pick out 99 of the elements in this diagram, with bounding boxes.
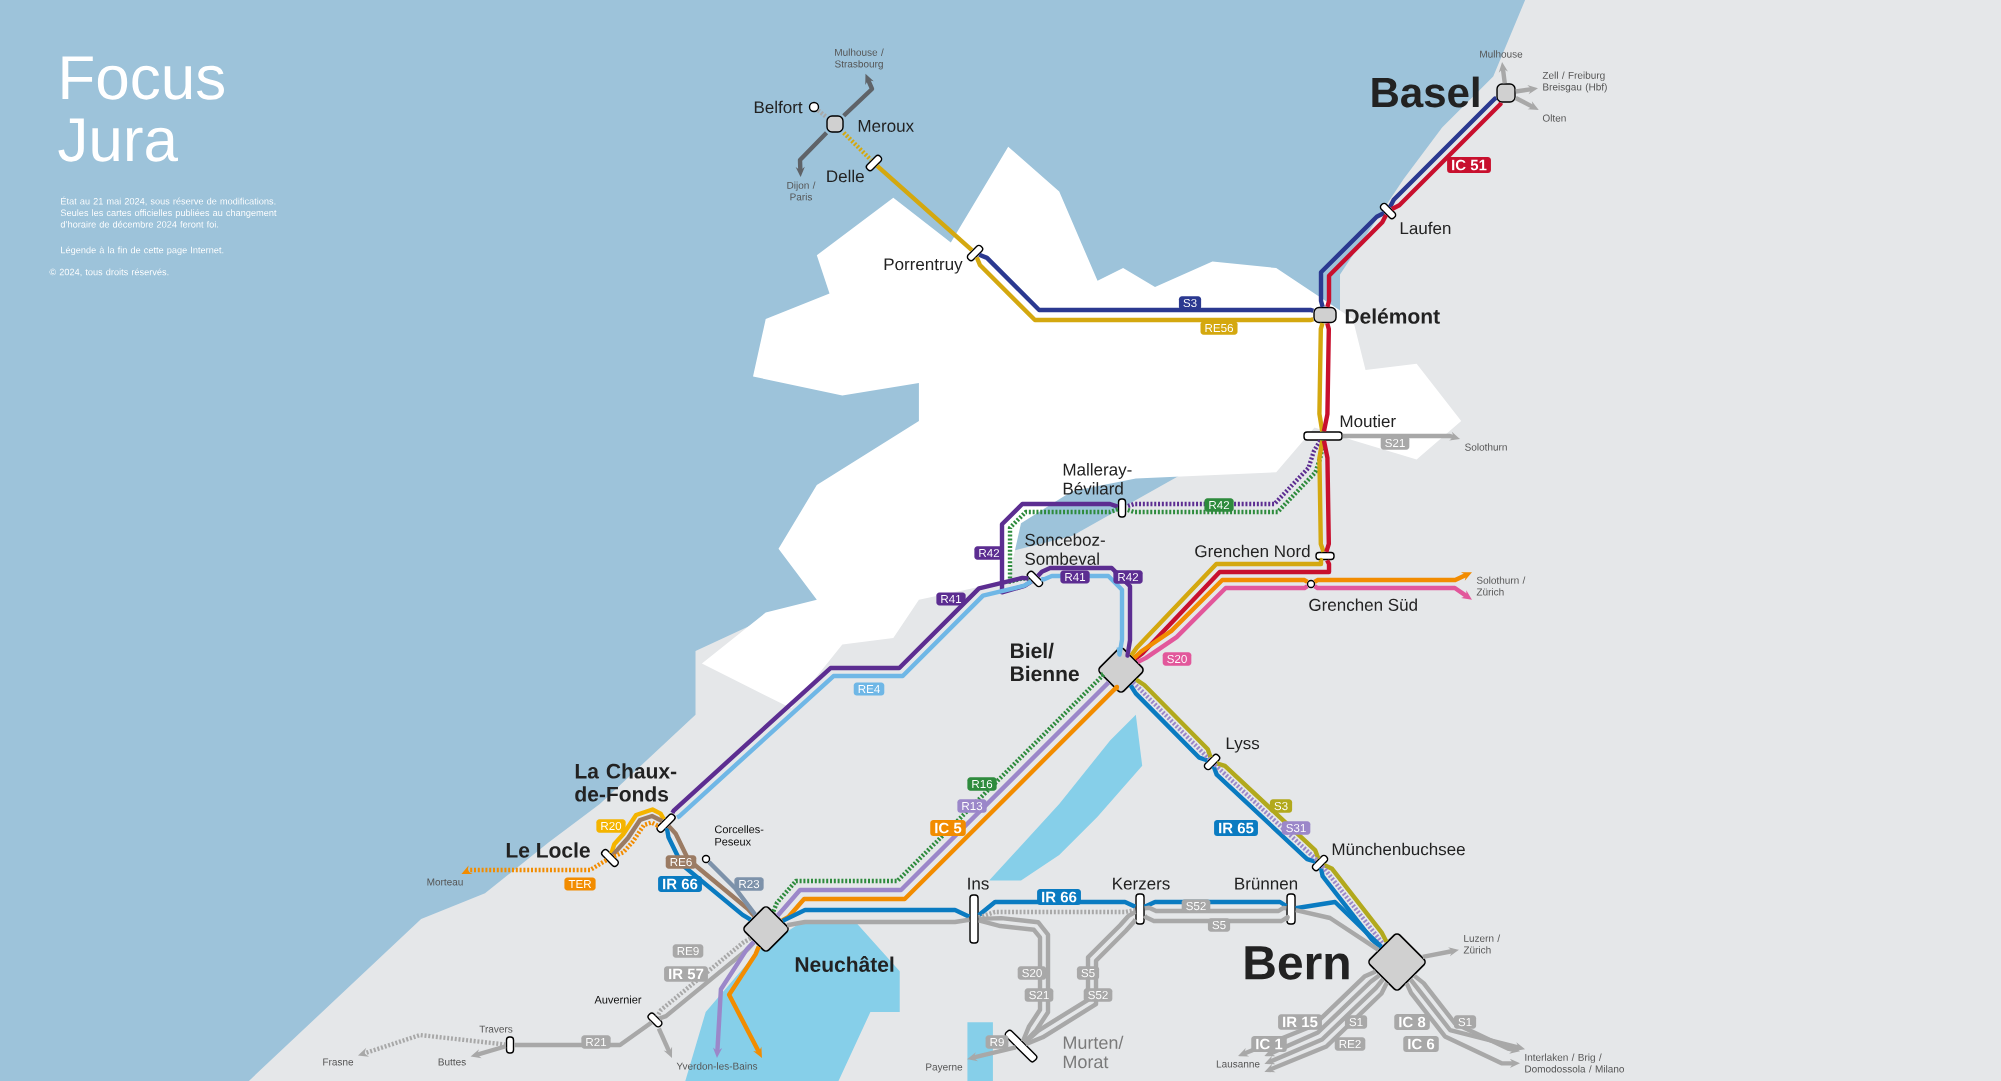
line-badge: S20 — [1017, 966, 1047, 980]
rail-line — [1317, 440, 1326, 553]
place-label: Olten — [1542, 114, 1566, 122]
line-badge: IC 51 — [1447, 157, 1491, 173]
station-name: Kerzers — [1113, 877, 1170, 890]
station-name: Brünnen — [1235, 877, 1298, 890]
place-label: Buttes — [438, 1058, 466, 1066]
line-badge: RE6 — [665, 855, 697, 869]
line-badge: R41 — [936, 592, 966, 606]
rail-line — [611, 813, 664, 857]
line-badge: IR 15 — [1278, 1014, 1322, 1030]
rail-line — [609, 807, 666, 855]
line-badge: S21 — [1024, 988, 1054, 1002]
station-name: Auvernier — [594, 995, 642, 1004]
station-name: Neuchâtel — [795, 956, 894, 972]
line-badge: S52 — [1083, 988, 1113, 1002]
rail-line — [1036, 565, 1133, 658]
station-name: Biel/ Bienne — [1011, 642, 1079, 682]
line-badge: RE9 — [672, 944, 704, 958]
line-badge: RE2 — [1334, 1037, 1366, 1051]
rail-line — [707, 860, 758, 917]
line-badge: R21 — [581, 1035, 611, 1049]
line-badge: IR 66 — [1037, 889, 1081, 905]
note-text: Légende à la fin de cette page Internet. — [61, 246, 224, 256]
station-name: Ins — [968, 877, 989, 890]
rail-line — [1321, 322, 1331, 432]
station-name: Lyss — [1226, 737, 1260, 753]
line-badge: S21 — [1380, 436, 1410, 450]
line-badge: R42 — [1204, 498, 1234, 512]
rail-line — [1321, 440, 1331, 553]
rail-line — [978, 252, 1314, 313]
line-badge: IC 8 — [1394, 1014, 1430, 1030]
rail-line — [613, 820, 660, 859]
place-label: Payerne — [926, 1063, 963, 1073]
rail-line — [1295, 907, 1380, 952]
place-label: Mulhouse / Strasbourg — [835, 48, 884, 70]
line-badge: R42 — [1113, 570, 1143, 584]
rail-line — [781, 907, 971, 923]
rail-line — [1295, 899, 1383, 949]
rail-line — [1143, 914, 1290, 924]
place-label: Lausanne — [1216, 1060, 1260, 1068]
rail-line — [974, 256, 1314, 323]
rail-line — [999, 501, 1119, 595]
rail-line — [1317, 322, 1325, 432]
station-name: Grenchen Nord — [1195, 544, 1310, 558]
rail-line — [786, 917, 970, 928]
place-label: Luzern / Zürich — [1463, 934, 1501, 954]
line-badge: RE56 — [1200, 321, 1238, 335]
line-badge: IC 5 — [930, 820, 966, 836]
station-name: Travers — [479, 1025, 513, 1033]
line-badge: R16 — [967, 777, 997, 791]
station-name: Delle — [827, 169, 864, 183]
station-name: Porrentruy — [884, 258, 963, 274]
line-badge: S52 — [1181, 899, 1211, 913]
station-name: Grenchen Süd — [1309, 598, 1417, 611]
station-name: Sonceboz- Sombeval — [1025, 533, 1105, 565]
place-label: Mulhouse — [1480, 50, 1523, 58]
line-badge: TER — [564, 877, 596, 891]
note-text: © 2024, tous droits réservés. — [49, 268, 169, 277]
place-label: Frasne — [323, 1058, 354, 1066]
station-name: Münchenbuchsee — [1332, 842, 1465, 856]
station-name: Delémont — [1345, 308, 1440, 324]
rail-line — [875, 164, 974, 252]
station-name: Moutier — [1340, 414, 1396, 428]
rail-line — [842, 131, 873, 162]
rail-line — [816, 108, 828, 119]
title: Focus Jura — [58, 56, 224, 162]
note-text: État au 21 mai 2024, sous réserve de modifications. Seules les cartes officielles publiées au changement d’horaire de décembre 2024 feront foi. — [60, 196, 277, 228]
line-badge: S20 — [1162, 652, 1192, 666]
line-badge: R13 — [957, 799, 987, 813]
line-badge: S31 — [1281, 821, 1311, 835]
station-name: Basel — [1372, 76, 1479, 108]
station-name: Malleray- Bévilard — [1063, 463, 1132, 495]
line-badge: IR 66 — [658, 876, 702, 892]
place-label: Solothurn — [1465, 443, 1507, 451]
place-label: Morteau — [427, 878, 463, 886]
place-label: Zell / Freiburg Breisgau (Hbf) — [1542, 71, 1607, 93]
rail-line — [1313, 584, 1472, 600]
line-badge: R41 — [1060, 570, 1090, 584]
place-label: Solothurn / Zürich — [1476, 576, 1526, 596]
line-badge: IR 57 — [664, 966, 708, 982]
place-label: Interlaken / Brig / Domodossola / Milano — [1525, 1053, 1625, 1073]
rail-line — [1007, 507, 1119, 584]
line-badge: R42 — [974, 546, 1004, 560]
place-label: Dijon / Paris — [787, 181, 816, 201]
station-name: Laufen — [1400, 221, 1451, 235]
station-name: Murten/ Morat — [1063, 1035, 1124, 1069]
line-badge: RE4 — [853, 682, 885, 696]
line-badge: IC 6 — [1403, 1036, 1439, 1052]
station-name: Corcelles- Peseux — [715, 825, 764, 846]
station-name: Belfort — [754, 100, 803, 114]
rail-line — [978, 907, 1136, 920]
station-name: Bern — [1245, 946, 1349, 980]
line-badge: IR 65 — [1214, 820, 1258, 836]
station-name: La Chaux- de-Fonds — [575, 763, 677, 802]
line-badge: R23 — [734, 877, 764, 891]
station-name: Le Locle — [506, 842, 590, 858]
station-name: Meroux — [858, 120, 914, 132]
line-badge: R20 — [596, 819, 626, 833]
